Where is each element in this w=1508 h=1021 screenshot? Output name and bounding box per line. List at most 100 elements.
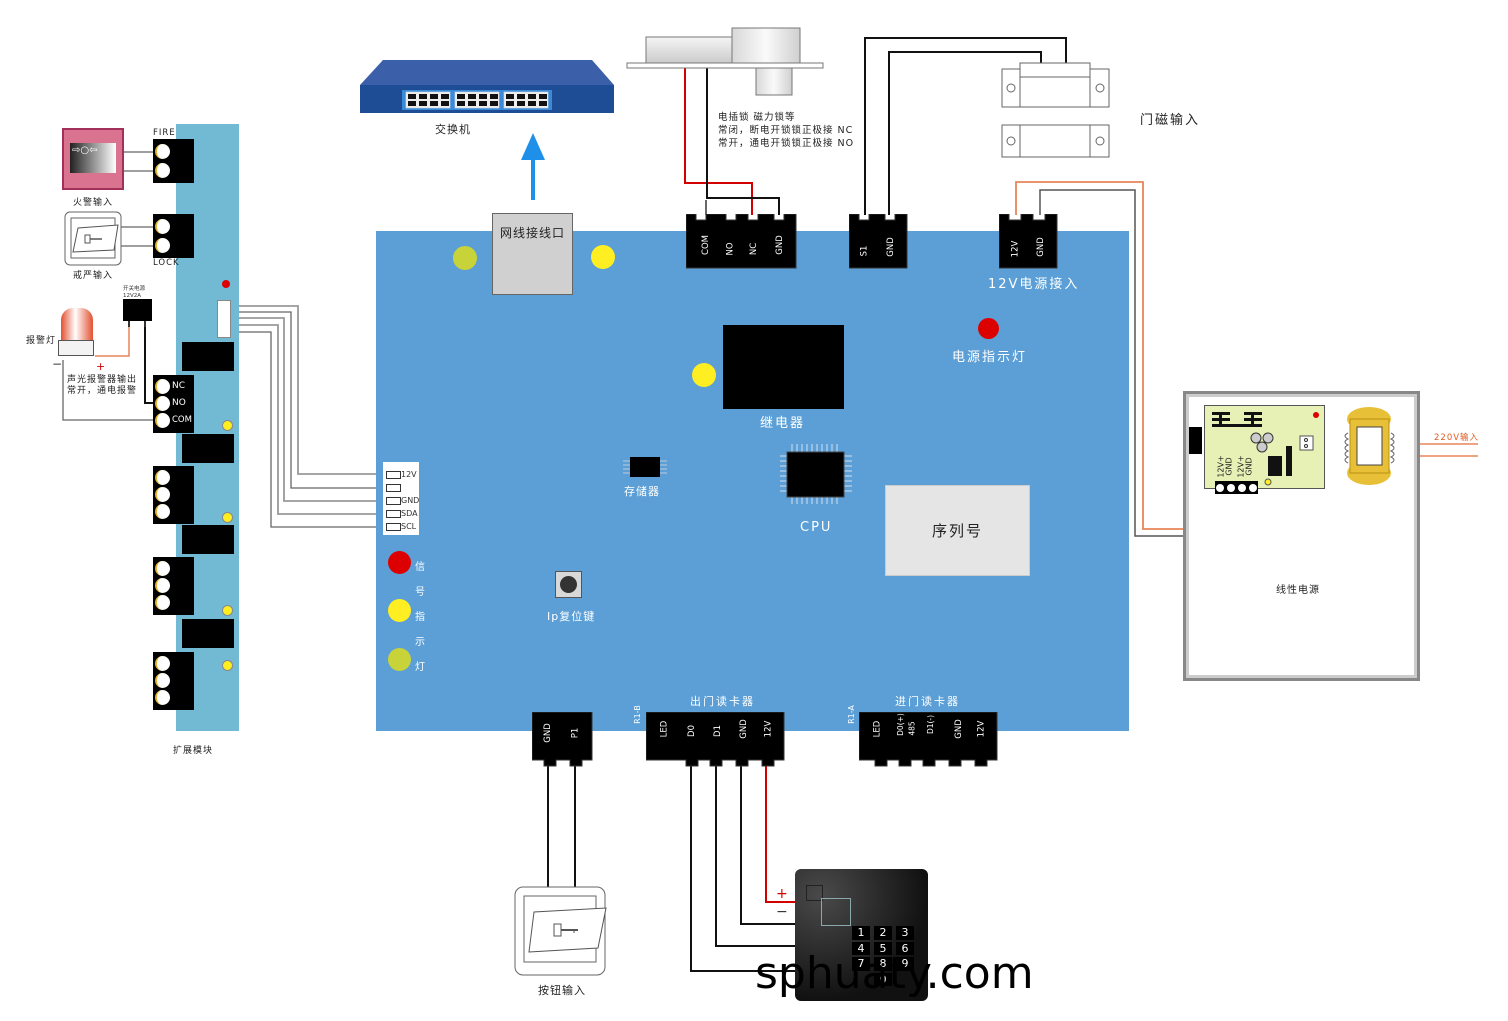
led-yellow-right <box>591 245 615 269</box>
alarm-lamp-dome <box>61 308 93 340</box>
lock-connector <box>686 214 797 269</box>
reset-button-cap <box>560 576 577 593</box>
keypad-key[interactable]: 9 <box>896 957 914 971</box>
relay-label: 继电器 <box>760 416 806 431</box>
door-sensor <box>1001 62 1110 158</box>
lockdown-switch[interactable] <box>64 211 122 267</box>
wire-alarm-pos <box>95 325 130 357</box>
reader-logo-box <box>806 885 823 901</box>
pin-s1: S1 <box>859 245 870 257</box>
screw-terminal <box>155 470 170 485</box>
keypad-key[interactable]: 1 <box>852 926 870 940</box>
serial-number-box: 序列号 <box>885 485 1030 576</box>
pin-d1-minus: D1(-) <box>926 714 936 735</box>
relay-led <box>692 363 716 387</box>
lock-desc-line2: 常闭，断电开锁锁正极接 NC <box>718 125 854 136</box>
ip-reset-button[interactable] <box>555 571 582 598</box>
relay-pin-nc: NC <box>172 381 186 391</box>
reader-in-pins: LED D0(+) 485 D1(-) GND 12V <box>859 713 999 748</box>
expansion-label: 扩展模块 <box>173 746 214 756</box>
psu-board-led <box>1313 412 1319 418</box>
network-arrow-head <box>521 133 545 160</box>
screw-terminal <box>155 690 170 705</box>
pin-gnd: GND <box>738 719 749 739</box>
screw-terminal <box>155 673 170 688</box>
reader-out-pins: LED D0 D1 GND 12V <box>646 718 786 748</box>
alarm-desc-line1: 声光报警器输出 <box>67 375 138 385</box>
screw-terminal <box>155 219 170 234</box>
screw-terminal <box>155 487 170 502</box>
cpu-chip <box>780 444 852 504</box>
wire-door-a <box>888 51 1042 215</box>
psu-leg <box>144 321 146 327</box>
fire-alarm-button[interactable]: ⇨○⇦ <box>62 128 124 190</box>
keypad-key[interactable]: 8 <box>874 957 892 971</box>
wire-door-s1 <box>864 37 1067 215</box>
fire-alarm-arrows-icon: ⇨○⇦ <box>72 145 98 156</box>
power-led-label: 电源指示灯 <box>952 350 1028 365</box>
alarm-desc-line2: 常开，通电报警 <box>67 386 138 396</box>
signal-led-yellow <box>388 599 411 622</box>
i2c-pin: SCL <box>386 520 419 533</box>
keypad-key[interactable]: 7 <box>852 957 870 971</box>
reader-plus-sign: + <box>776 886 788 902</box>
power-pins: 12V GND <box>999 234 1059 266</box>
switch-port-group <box>405 91 549 109</box>
psu-pin: GND <box>1224 457 1234 476</box>
wire-reader-12v <box>765 764 797 903</box>
pin-nc: NC <box>749 242 760 256</box>
pin-12v: 12V <box>763 720 774 738</box>
ip-reset-label: Ip复位键 <box>547 610 596 623</box>
key-icon <box>84 234 102 244</box>
serial-label: 序列号 <box>931 522 983 540</box>
exit-button-label: 按钮输入 <box>538 984 586 997</box>
i2c-pin: GND <box>386 494 419 507</box>
screw-terminal <box>155 379 170 394</box>
power-connector <box>999 214 1058 269</box>
wire-i2c-gnd <box>228 317 388 502</box>
pin-12v: 12V <box>1010 240 1021 258</box>
network-port[interactable]: 网线接线口 <box>492 213 573 295</box>
keypad-key[interactable]: 2 <box>874 926 892 940</box>
pin-led: LED <box>659 720 670 738</box>
screw <box>1237 483 1246 492</box>
expansion-yellow-led <box>222 420 233 431</box>
keypad-key[interactable]: 0 <box>874 972 892 986</box>
keypad-key[interactable]: 5 <box>874 941 892 955</box>
led-green-left <box>453 246 477 270</box>
psu-pin: GND <box>1244 457 1254 476</box>
pin-com: COM <box>700 235 711 255</box>
signal-led-red <box>388 551 411 574</box>
reader-in-tag: R1-A <box>846 705 856 724</box>
door-sensor-label: 门磁输入 <box>1140 113 1201 128</box>
psu-pin-labels: 12V+ GND 12V+ GND <box>1214 455 1258 482</box>
alarm-plus-sign: + <box>96 360 106 373</box>
keypad-key[interactable]: 4 <box>852 941 870 955</box>
linear-psu-side-block <box>1189 427 1202 454</box>
keypad-key[interactable]: 3 <box>896 926 914 940</box>
exit-button-switch[interactable] <box>514 886 608 978</box>
expansion-relay <box>182 434 234 463</box>
power-led <box>978 318 999 339</box>
alarm-desc: 声光报警器输出 常开，通电报警 <box>67 375 137 397</box>
expansion-red-led <box>222 280 230 288</box>
memory-label: 存储器 <box>624 485 660 498</box>
screw-terminal <box>155 163 170 178</box>
screw-terminal <box>155 144 170 159</box>
relay-chip <box>723 325 844 409</box>
relay-pin-no: NO <box>172 398 186 408</box>
door-sensor-connector <box>849 214 908 269</box>
door-sensor-top <box>1001 62 1110 108</box>
switch-label: 交换机 <box>435 123 471 136</box>
pin-d0-plus: D0(+) <box>895 713 905 736</box>
wire-i2c-12v <box>228 305 388 475</box>
keypad-key[interactable]: 6 <box>896 941 914 955</box>
pin-gnd: GND <box>542 723 553 743</box>
reader-antenna-box <box>821 898 851 926</box>
screw <box>1248 483 1257 492</box>
ac-input-label: 220V输入 <box>1434 433 1480 443</box>
alarm-lamp-label: 报警灯 <box>26 336 57 346</box>
pin-led: LED <box>872 720 883 738</box>
expansion-yellow-led <box>222 512 233 523</box>
expansion-yellow-led <box>222 605 233 616</box>
